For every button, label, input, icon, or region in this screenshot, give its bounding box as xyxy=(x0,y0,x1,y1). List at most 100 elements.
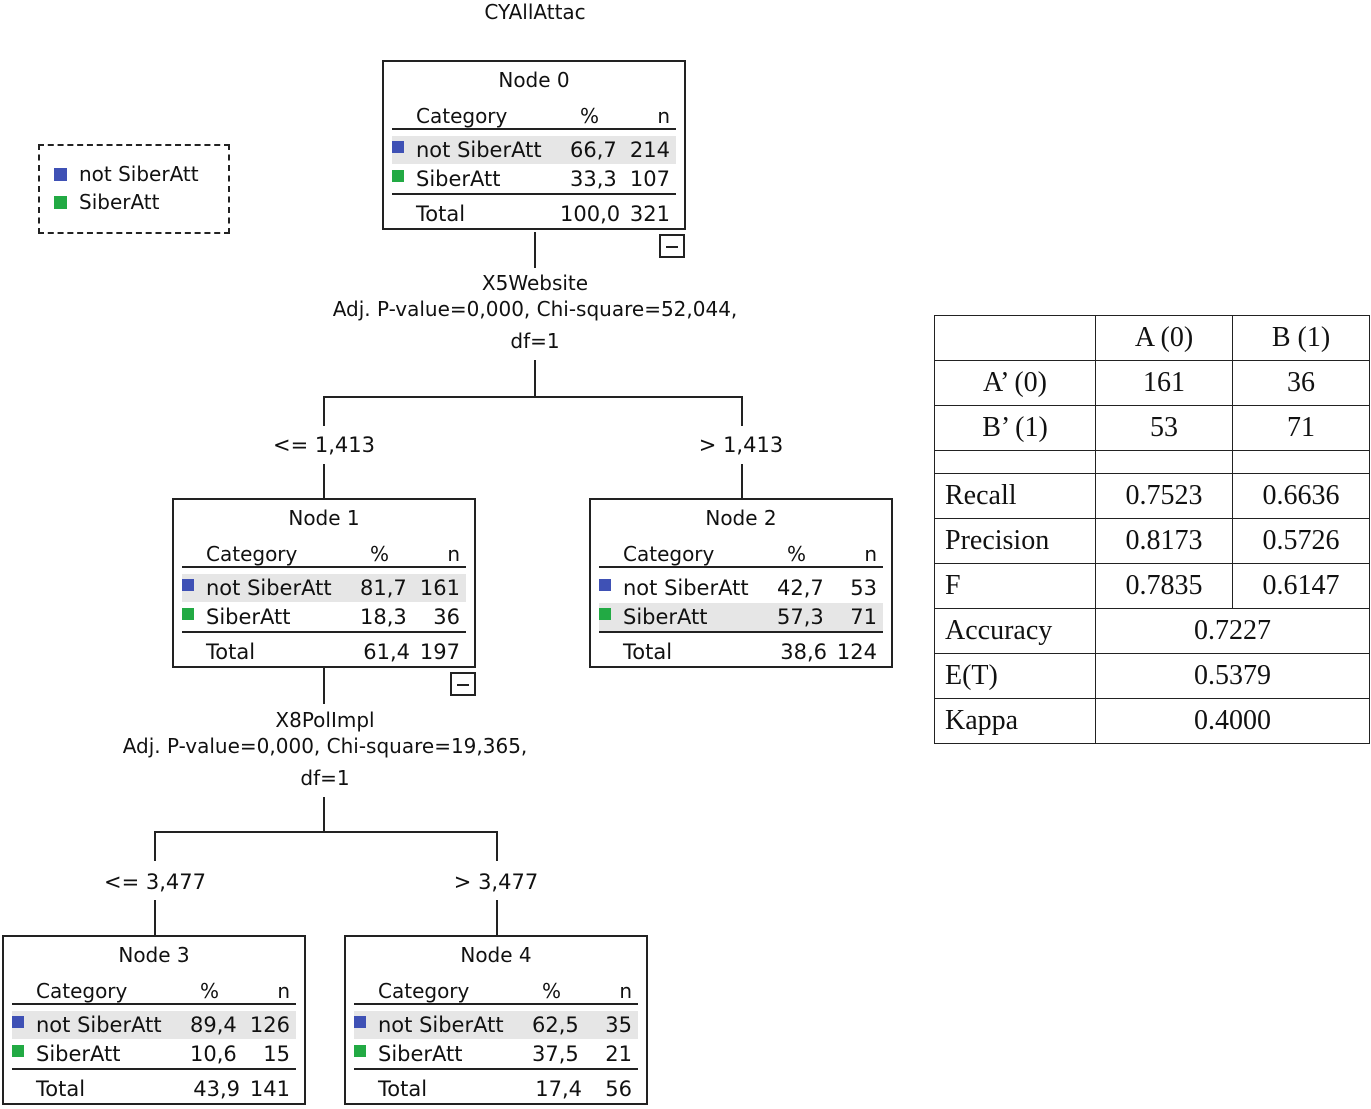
category-swatch xyxy=(599,608,611,620)
connector xyxy=(741,396,743,426)
total-label: Total xyxy=(416,202,466,226)
category-pct: 66,7 xyxy=(570,138,617,162)
table-cell: 0.8173 xyxy=(1095,518,1233,564)
table-cell: 0.6636 xyxy=(1232,473,1370,519)
col-n: n xyxy=(619,979,632,1003)
category-swatch xyxy=(12,1016,24,1028)
category-pct: 89,4 xyxy=(190,1013,237,1037)
table-cell: 71 xyxy=(1232,405,1370,451)
node-header: Category%n xyxy=(174,540,474,566)
legend-label: SiberAtt xyxy=(79,190,160,214)
category-label: SiberAtt xyxy=(416,167,501,191)
table-row: F 0.7835 0.6147 xyxy=(934,563,1370,609)
category-n: 71 xyxy=(850,605,877,629)
category-n: 35 xyxy=(605,1013,632,1037)
table-cell: Kappa xyxy=(934,698,1096,744)
col-category: Category xyxy=(36,979,128,1003)
node-title: Node 2 xyxy=(705,506,777,530)
table-cell: Accuracy xyxy=(934,608,1096,654)
table-cell: Recall xyxy=(934,473,1096,519)
divider xyxy=(182,566,466,568)
table-cell: B’ (1) xyxy=(934,405,1096,451)
col-pct: % xyxy=(370,542,390,566)
table-cell: 0.5379 xyxy=(1095,653,1370,699)
col-n: n xyxy=(657,104,670,128)
category-swatch xyxy=(12,1045,24,1057)
table-cell: F xyxy=(934,563,1096,609)
connector xyxy=(534,232,536,268)
legend-label: not SiberAtt xyxy=(79,162,199,186)
collapse-toggle[interactable] xyxy=(450,672,476,696)
category-pct: 42,7 xyxy=(777,576,824,600)
legend: not SiberAtt SiberAtt xyxy=(38,144,230,234)
table-row: A’ (0) 161 36 xyxy=(934,360,1370,406)
category-label: SiberAtt xyxy=(378,1042,463,1066)
col-pct: % xyxy=(200,979,220,1003)
divider xyxy=(599,631,883,633)
split-variable: X5Website xyxy=(481,271,589,295)
connector xyxy=(741,464,743,498)
table-cell: Precision xyxy=(934,518,1096,564)
category-pct: 18,3 xyxy=(360,605,407,629)
col-category: Category xyxy=(378,979,470,1003)
table-cell: A (0) xyxy=(1095,315,1233,361)
category-label: not SiberAtt xyxy=(378,1013,504,1037)
total-n: 56 xyxy=(605,1077,632,1101)
col-n: n xyxy=(447,542,460,566)
total-label: Total xyxy=(623,640,673,664)
collapse-toggle[interactable] xyxy=(659,234,685,258)
table-row: Recall 0.7523 0.6636 xyxy=(934,473,1370,519)
category-swatch xyxy=(392,141,404,153)
divider xyxy=(354,1003,638,1005)
legend-item: not SiberAtt xyxy=(54,162,199,186)
category-label: not SiberAtt xyxy=(623,576,749,600)
col-pct: % xyxy=(787,542,807,566)
category-n: 107 xyxy=(629,167,670,191)
category-swatch xyxy=(599,579,611,591)
divider xyxy=(12,1003,296,1005)
table-cell: 0.7523 xyxy=(1095,473,1233,519)
category-n: 161 xyxy=(419,576,460,600)
node-header: Category% n xyxy=(4,977,304,1003)
category-label: SiberAtt xyxy=(623,605,708,629)
metrics-table: A (0) B (1) A’ (0) 161 36 B’ (1) 53 71 R… xyxy=(934,315,1370,744)
category-pct: 81,7 xyxy=(360,576,407,600)
category-pct: 37,5 xyxy=(532,1042,579,1066)
col-category: Category xyxy=(623,542,715,566)
col-n: n xyxy=(277,979,290,1003)
category-n: 36 xyxy=(433,605,460,629)
connector xyxy=(323,396,743,398)
table-cell xyxy=(934,450,1096,474)
col-pct: % xyxy=(542,979,562,1003)
table-row: SiberAtt 18,3 36 xyxy=(174,603,474,631)
table-row: Accuracy 0.7227 xyxy=(934,608,1370,654)
tree-title: CYAllAttac xyxy=(484,0,586,24)
category-label: SiberAtt xyxy=(206,605,291,629)
category-pct: 57,3 xyxy=(777,605,824,629)
category-swatch xyxy=(354,1016,366,1028)
node-header: Category%n xyxy=(384,102,684,128)
divider xyxy=(354,1068,638,1070)
category-pct: 10,6 xyxy=(190,1042,237,1066)
category-n: 15 xyxy=(263,1042,290,1066)
table-cell: 0.7835 xyxy=(1095,563,1233,609)
total-label: Total xyxy=(206,640,256,664)
connector xyxy=(496,900,498,936)
table-cell: 0.4000 xyxy=(1095,698,1370,744)
col-n: n xyxy=(864,542,877,566)
